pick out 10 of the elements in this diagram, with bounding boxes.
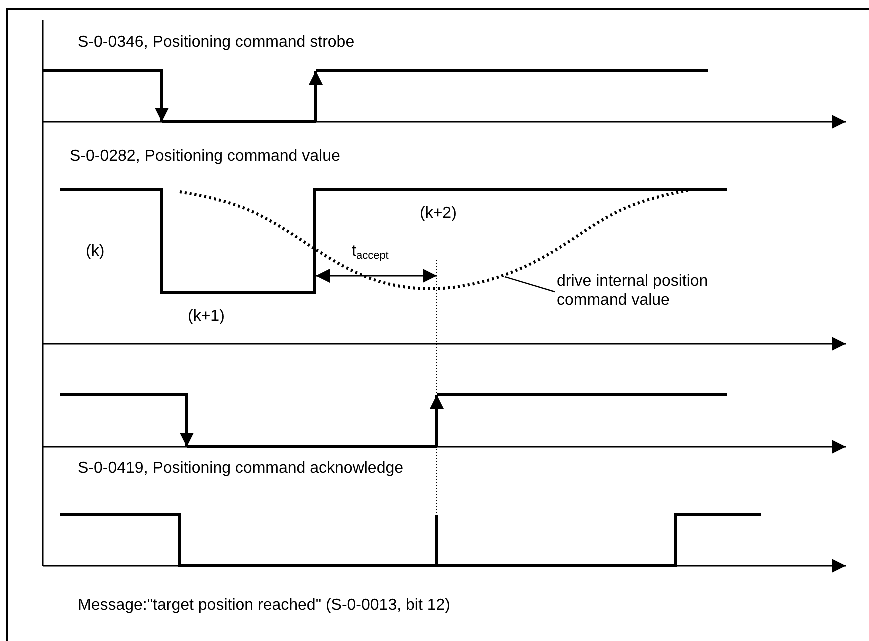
signal-name: Message:"target position reached" (S-0-0013, bit 12)	[78, 597, 450, 615]
value-label: (k+1)	[188, 308, 225, 326]
curve-label: drive internal position command value	[557, 272, 767, 310]
leader-line	[504, 276, 556, 293]
signal-name: S-0-0282, Positioning command value	[70, 148, 340, 166]
signal-name: S-0-0346, Positioning command strobe	[78, 34, 355, 52]
value-label: (k)	[86, 243, 105, 261]
dimension-label: t$_{accept}$	[352, 243, 389, 262]
value-label: (k+2)	[420, 205, 457, 223]
signal-name: S-0-0419, Positioning command acknowledge	[78, 460, 404, 478]
